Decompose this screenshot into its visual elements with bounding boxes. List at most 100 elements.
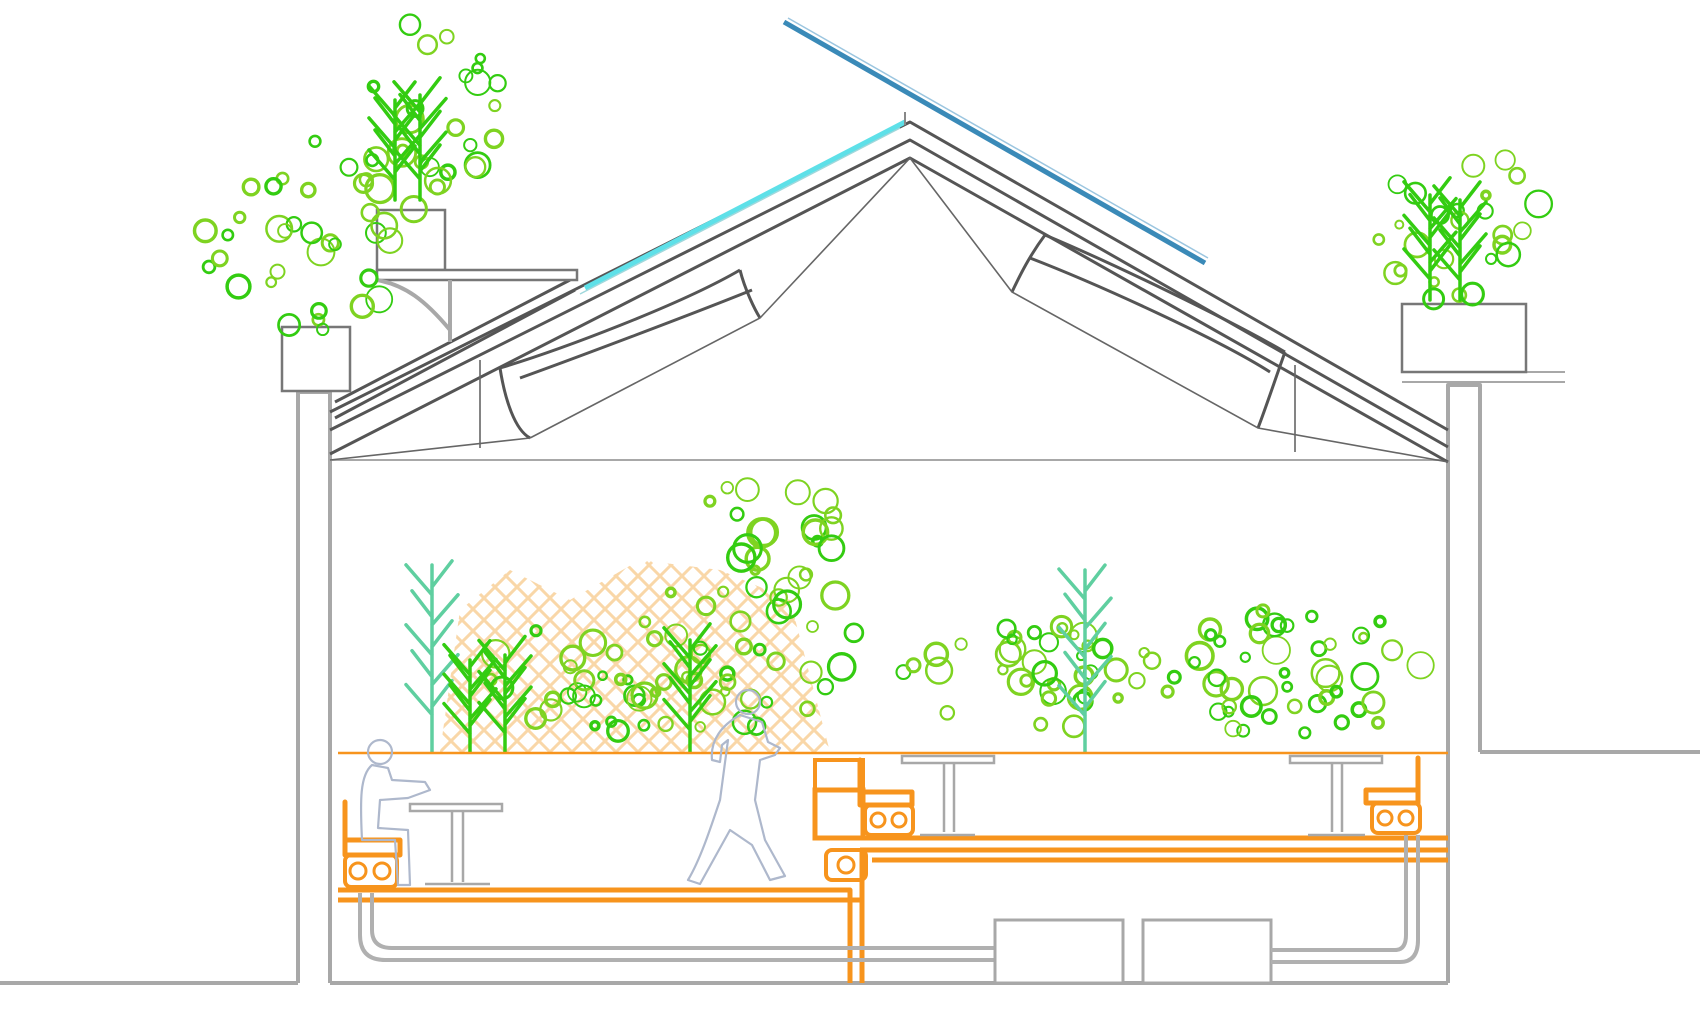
trellis-slat xyxy=(644,560,830,752)
plant-bubble-icon xyxy=(1286,698,1303,715)
plant-bubble-icon xyxy=(524,707,548,731)
plant-bubble-icon xyxy=(1221,698,1238,715)
skylight xyxy=(579,119,907,295)
plant-bubble-icon xyxy=(734,637,753,656)
plant-bubble-icon xyxy=(192,218,218,244)
stalk-plant-icon xyxy=(392,76,448,202)
plant-bubble-icon xyxy=(1204,628,1218,642)
trellis-slat xyxy=(578,560,772,752)
plant-bubble-icon xyxy=(638,615,652,629)
person-icon xyxy=(359,738,432,887)
plant-bubble-icon xyxy=(731,709,758,736)
plant-bubble-icon xyxy=(597,670,608,682)
plant-bubble-icon xyxy=(729,506,745,522)
plant-bubble-icon xyxy=(352,172,375,194)
plant-bubble-icon xyxy=(626,685,653,712)
plant-bubble-icon xyxy=(399,195,428,224)
plant-bubble-icon xyxy=(1160,684,1175,699)
table-icon xyxy=(900,754,996,837)
trellis-slat xyxy=(206,562,396,752)
stalk-plant-icon xyxy=(1432,180,1488,302)
plant-bubble-icon xyxy=(1040,690,1058,707)
person-icon xyxy=(686,688,787,886)
plant-bubble-icon xyxy=(1480,189,1492,202)
plant-bubble-icon xyxy=(1372,233,1386,246)
plant-bubble-icon xyxy=(694,721,706,733)
plant-bubble-icon xyxy=(269,263,286,280)
stalk-plant-icon xyxy=(1057,563,1113,754)
trellis-slat xyxy=(440,560,522,752)
chair-icon xyxy=(342,799,403,889)
plant-bubble-icon xyxy=(1103,657,1129,683)
plant-bubble-icon xyxy=(1061,714,1086,739)
trellis-slat xyxy=(504,560,698,752)
plant-bubble-icon xyxy=(446,118,466,137)
plant-bubble-icon xyxy=(1513,221,1532,241)
plant-bubble-icon xyxy=(1495,241,1522,268)
plant-bubble-icon xyxy=(745,575,768,599)
trellis-slat xyxy=(74,562,264,752)
trellis-slat xyxy=(184,562,374,752)
plant-bubble-icon xyxy=(645,630,664,648)
plant-bubble-icon xyxy=(717,585,730,598)
plant-bubble-icon xyxy=(1406,651,1435,680)
plant-bubble-icon xyxy=(765,598,792,625)
plant-bubble-icon xyxy=(1381,639,1404,662)
plant-bubble-icon xyxy=(637,718,651,732)
plant-bubble-icon xyxy=(703,494,717,508)
trellis-slat xyxy=(768,560,830,752)
plant-bubble-icon xyxy=(559,687,578,705)
foliage xyxy=(192,13,1554,743)
plant-bubble-icon xyxy=(308,134,322,149)
plant-bubble-icon xyxy=(1361,690,1386,715)
plant-bubble-icon xyxy=(360,202,380,223)
trellis-slat xyxy=(228,562,418,752)
trellis-slat xyxy=(548,560,742,752)
plant-bubble-icon xyxy=(365,285,394,314)
plant-bubble-icon xyxy=(735,477,760,503)
plant-bubble-icon xyxy=(732,533,763,564)
trellis-slat xyxy=(440,560,566,752)
plant-bubble-icon xyxy=(1068,629,1080,641)
stalk-plants xyxy=(367,76,1488,754)
plant-bubble-icon xyxy=(458,68,474,84)
plant-bubble-icon xyxy=(370,211,399,240)
table-icon xyxy=(1288,754,1384,837)
plant-bubble-icon xyxy=(1371,715,1385,730)
plant-bubble-icon xyxy=(823,506,843,525)
plant-bubble-icon xyxy=(471,61,484,75)
plant-bubble-icon xyxy=(772,589,803,620)
plant-bubble-icon xyxy=(769,588,788,607)
plant-bubble-icon xyxy=(657,715,674,733)
trellis-slat xyxy=(688,560,830,752)
plant-bubble-icon xyxy=(398,13,422,37)
chair-icon xyxy=(824,848,868,882)
trellis-slat xyxy=(440,560,486,752)
plant-bubble-icon xyxy=(300,221,324,245)
plant-bubble-icon xyxy=(622,674,634,686)
plant-bubble-icon xyxy=(376,227,404,254)
plant-bubble-icon xyxy=(1281,680,1294,693)
plant-bubble-icon xyxy=(1298,726,1312,740)
plant-bubble-icon xyxy=(559,644,587,672)
trellis-slat xyxy=(220,562,410,752)
plant-bubble-icon xyxy=(744,545,771,572)
plant-bubble-icon xyxy=(752,642,767,657)
trellis-slat xyxy=(866,562,1056,752)
plant-bubble-icon xyxy=(820,580,851,611)
trellis-slat xyxy=(242,562,432,752)
chair-icon xyxy=(857,757,915,837)
plant-bubble-icon xyxy=(310,302,328,320)
plant-bubble-icon xyxy=(1255,603,1271,619)
plant-bubble-icon xyxy=(630,681,659,710)
plant-bubble-icon xyxy=(1202,669,1230,698)
plant-bubble-icon xyxy=(1393,263,1408,278)
planter-box-left-low xyxy=(280,325,352,393)
plant-bubble-icon xyxy=(1031,659,1058,687)
plant-bubble-icon xyxy=(339,157,359,177)
plant-bubble-icon xyxy=(566,682,588,703)
plant-bubble-icon xyxy=(664,623,689,648)
plant-bubble-icon xyxy=(365,222,387,244)
ground-lines xyxy=(0,750,1700,985)
plant-bubble-icon xyxy=(1333,714,1350,731)
